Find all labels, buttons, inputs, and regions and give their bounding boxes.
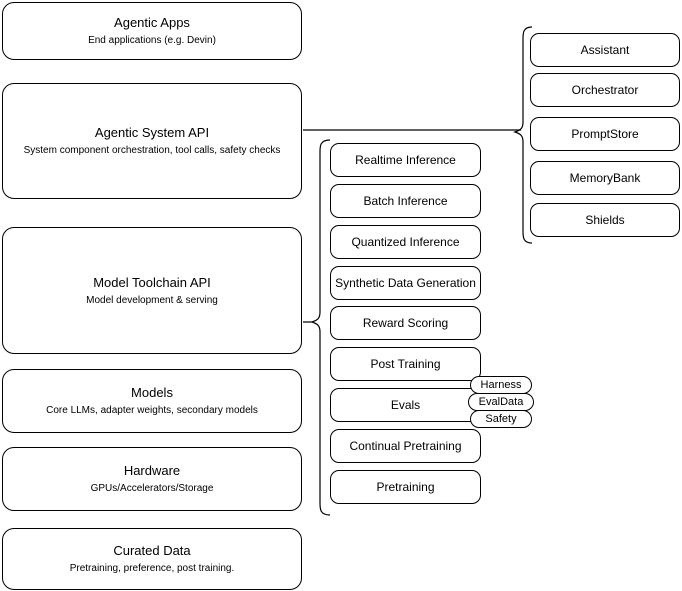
stack-layer-curated-data[interactable]: Curated Data Pretraining, preference, po… [2, 528, 302, 590]
stack-layer-title: Curated Data [113, 543, 191, 558]
stack-layer-title: Agentic Apps [114, 15, 190, 30]
toolchain-brace [310, 139, 331, 516]
stack-layer-title: Models [131, 385, 173, 400]
stack-layer-subtitle: End applications (e.g. Devin) [88, 35, 216, 46]
stack-layer-model-toolchain-api[interactable]: Model Toolchain API Model development & … [2, 227, 302, 354]
toolchain-component-realtime-inference[interactable]: Realtime Inference [330, 143, 481, 177]
stack-layer-title: Model Toolchain API [93, 274, 211, 290]
stack-layer-subtitle: Model development & serving [86, 294, 218, 306]
toolchain-component-batch-inference[interactable]: Batch Inference [330, 184, 481, 218]
stack-layer-agentic-apps[interactable]: Agentic Apps End applications (e.g. Devi… [2, 2, 302, 60]
toolchain-component-reward-scoring[interactable]: Reward Scoring [330, 306, 481, 340]
system-component-promptstore[interactable]: PromptStore [530, 117, 680, 151]
eval-badge-safety[interactable]: Safety [470, 410, 532, 428]
toolchain-component-synthetic-data-generation[interactable]: Synthetic Data Generation [330, 266, 481, 300]
stack-layer-subtitle: System component orchestration, tool cal… [23, 145, 281, 156]
eval-badge-evaldata[interactable]: EvalData [468, 393, 534, 411]
stack-layer-subtitle: Core LLMs, adapter weights, secondary mo… [46, 405, 258, 416]
toolchain-component-post-training[interactable]: Post Training [330, 347, 481, 381]
eval-badge-harness[interactable]: Harness [470, 376, 532, 394]
stack-layer-agentic-system-api[interactable]: Agentic System API System component orch… [2, 83, 302, 199]
toolchain-component-continual-pretraining[interactable]: Continual Pretraining [330, 429, 481, 463]
system-component-orchestrator[interactable]: Orchestrator [530, 73, 680, 107]
stack-layer-models[interactable]: Models Core LLMs, adapter weights, secon… [2, 369, 302, 433]
stack-layer-hardware[interactable]: Hardware GPUs/Accelerators/Storage [2, 447, 302, 511]
stack-layer-title: Hardware [123, 463, 181, 478]
system-component-assistant[interactable]: Assistant [530, 33, 680, 67]
toolchain-component-quantized-inference[interactable]: Quantized Inference [330, 225, 481, 259]
stack-layer-subtitle: GPUs/Accelerators/Storage [90, 483, 214, 494]
stack-layer-title: Agentic System API [94, 125, 210, 140]
toolchain-component-evals[interactable]: Evals [330, 388, 481, 422]
stack-layer-subtitle: Pretraining, preference, post training. [69, 563, 235, 574]
toolchain-component-pretraining[interactable]: Pretraining [330, 470, 481, 504]
system-component-shields[interactable]: Shields [530, 203, 680, 237]
system-component-memorybank[interactable]: MemoryBank [530, 161, 680, 195]
